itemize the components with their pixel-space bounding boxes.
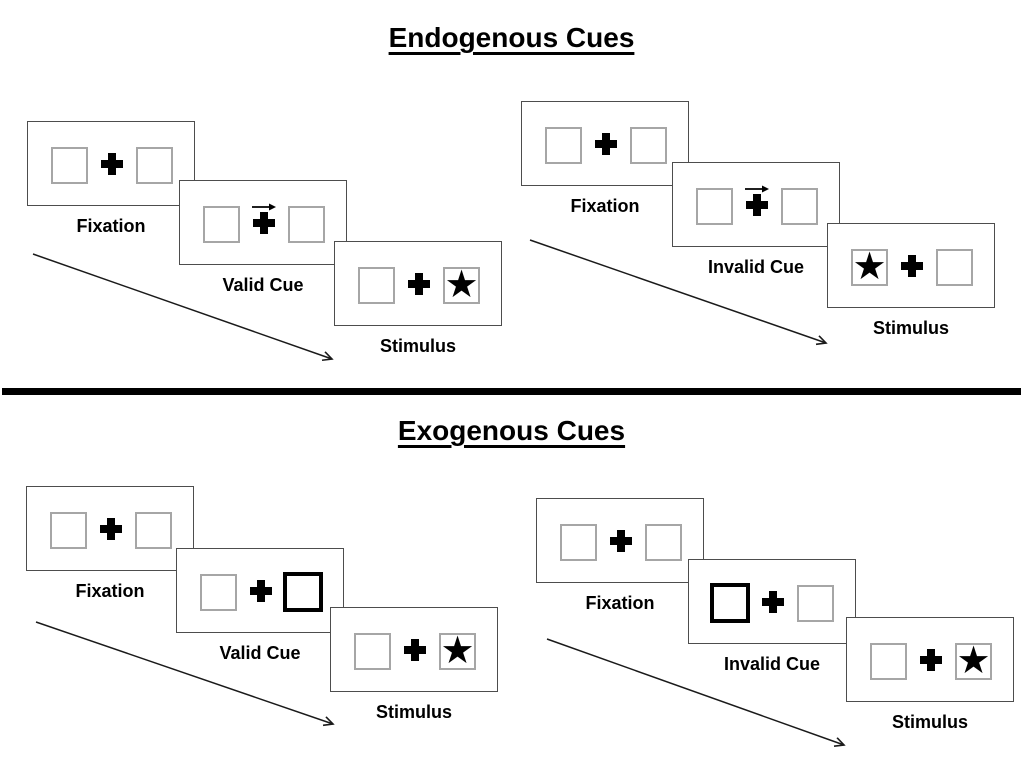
right-location-box [645,524,682,561]
step-label-invalid-cue: Invalid Cue [723,654,821,674]
trial-card-fixation [26,486,194,571]
fixation-area [920,618,942,701]
fixation-area [901,224,923,307]
step-label-invalid-cue: Invalid Cue [707,257,805,277]
step-label-fixation: Fixation [75,581,145,601]
trial-card-stimulus: ★ [334,241,502,326]
step-label-stimulus: Stimulus [379,336,456,356]
right-location-box [136,147,173,184]
left-location-box [354,633,391,670]
left-location-box-highlighted [710,583,750,623]
star-icon: ★ [956,639,991,682]
fixation-area [101,122,123,205]
right-location-box-highlighted [283,572,323,612]
fixation-area [595,102,617,185]
right-location-box [797,585,834,622]
plus-cross-icon [762,591,784,613]
trial-card-invalid-cue [688,559,856,644]
left-location-box [545,127,582,164]
right-arrow-icon [251,200,277,212]
fixation-area [408,242,430,325]
fixation-area [610,499,632,582]
left-location-box [696,188,733,225]
plus-cross-icon [404,639,426,661]
trial-card-fixation [27,121,195,206]
exogenous-section-title: Exogenous Cues [397,415,626,446]
left-location-box [870,643,907,680]
right-location-box: ★ [955,639,992,682]
step-label-fixation: Fixation [585,593,655,613]
fixation-area [744,163,770,246]
trial-card-invalid-cue [672,162,840,247]
right-location-box [135,512,172,549]
trial-card-fixation [521,101,689,186]
right-arrow-icon [744,182,770,194]
plus-cross-icon [610,530,632,552]
trial-card-valid-cue [179,180,347,265]
plus-cross-icon [408,273,430,295]
plus-cross-icon [595,133,617,155]
plus-cross-icon [253,212,275,234]
plus-cross-icon [250,580,272,602]
step-label-valid-cue: Valid Cue [222,275,304,295]
left-location-box [51,147,88,184]
right-location-box [936,249,973,286]
sequence-time-arrow [35,621,333,724]
sequence-time-arrow [32,253,332,359]
fixation-area [404,608,426,691]
step-label-fixation: Fixation [76,216,146,236]
left-location-box: ★ [851,245,888,288]
step-label-stimulus: Stimulus [375,702,452,722]
section-divider [2,388,1021,395]
star-icon: ★ [852,245,887,288]
fixation-area [762,560,784,643]
plus-cross-icon [920,649,942,671]
trial-card-stimulus: ★ [330,607,498,692]
step-label-stimulus: Stimulus [891,712,968,732]
right-location-box [288,206,325,243]
trial-card-fixation [536,498,704,583]
trial-card-stimulus: ★ [846,617,1014,702]
step-label-valid-cue: Valid Cue [219,643,301,663]
sequence-time-arrow [529,239,826,343]
left-location-box [200,574,237,611]
star-icon: ★ [444,263,479,306]
fixation-area [100,487,122,570]
step-label-fixation: Fixation [570,196,640,216]
plus-cross-icon [746,194,768,216]
plus-cross-icon [901,255,923,277]
left-location-box [358,267,395,304]
step-label-stimulus: Stimulus [872,318,949,338]
fixation-area [250,549,272,632]
left-location-box [560,524,597,561]
right-location-box: ★ [443,263,480,306]
sequence-time-arrow [546,638,844,745]
trial-card-valid-cue [176,548,344,633]
star-icon: ★ [440,629,475,672]
trial-card-stimulus: ★ [827,223,995,308]
right-location-box [781,188,818,225]
left-location-box [50,512,87,549]
fixation-area [251,181,277,264]
left-location-box [203,206,240,243]
endogenous-section-title: Endogenous Cues [388,22,635,53]
plus-cross-icon [101,153,123,175]
right-location-box: ★ [439,629,476,672]
right-location-box [630,127,667,164]
plus-cross-icon [100,518,122,540]
